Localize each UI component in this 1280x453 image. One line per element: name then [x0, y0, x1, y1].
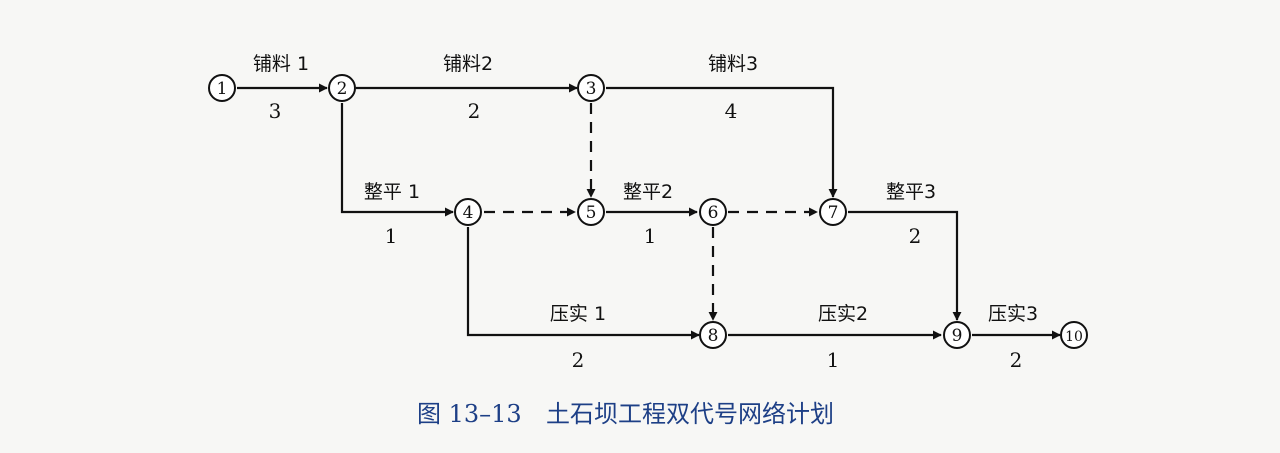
node-7-label: 7: [828, 203, 839, 223]
activity-1-2-name: 铺料 1: [253, 53, 309, 75]
node-6-label: 6: [708, 203, 719, 223]
activity-9-10-duration: 2: [1010, 348, 1023, 372]
node-8-label: 8: [708, 326, 719, 346]
node-2: 2: [328, 74, 356, 102]
node-3-label: 3: [586, 79, 597, 99]
activity-7-9-duration: 2: [909, 224, 922, 248]
node-2-label: 2: [337, 79, 348, 99]
activity-arrow-2-4: [340, 103, 454, 217]
node-7: 7: [819, 198, 847, 226]
activity-8-9-duration: 1: [827, 348, 840, 372]
node-10-label: 10: [1065, 329, 1083, 345]
activity-arrow-4-8: [466, 227, 700, 340]
figure-caption-number: 图 13–13: [417, 400, 522, 428]
activity-5-6-name: 整平2: [623, 181, 673, 203]
node-10: 10: [1060, 321, 1088, 349]
activity-5-6-duration: 1: [644, 224, 657, 248]
activity-8-9-name: 压实2: [818, 303, 868, 325]
activity-2-3-duration: 2: [468, 99, 481, 123]
node-9-label: 9: [952, 326, 963, 346]
activity-arrow-3-7: [606, 86, 838, 198]
node-4-label: 4: [463, 203, 474, 223]
node-4: 4: [454, 198, 482, 226]
activity-2-4-duration: 1: [385, 224, 398, 248]
activity-1-2-duration: 3: [269, 99, 282, 123]
activity-3-7-duration: 4: [725, 99, 738, 123]
node-1: 1: [208, 74, 236, 102]
activity-4-8-name: 压实 1: [550, 303, 606, 325]
activity-7-9-name: 整平3: [886, 181, 936, 203]
node-5-label: 5: [586, 203, 597, 223]
activity-3-7-name: 铺料3: [708, 53, 758, 75]
activity-9-10-name: 压实3: [988, 303, 1038, 325]
node-6: 6: [699, 198, 727, 226]
activity-2-3-name: 铺料2: [443, 53, 493, 75]
node-9: 9: [943, 321, 971, 349]
activity-4-8-duration: 2: [572, 348, 585, 372]
node-3: 3: [577, 74, 605, 102]
node-5: 5: [577, 198, 605, 226]
activity-arrow-7-9: [848, 210, 962, 321]
node-8: 8: [699, 321, 727, 349]
figure-caption-title: 土石坝工程双代号网络计划: [546, 400, 834, 428]
activity-2-4-name: 整平 1: [364, 181, 420, 203]
node-1-label: 1: [217, 79, 228, 99]
